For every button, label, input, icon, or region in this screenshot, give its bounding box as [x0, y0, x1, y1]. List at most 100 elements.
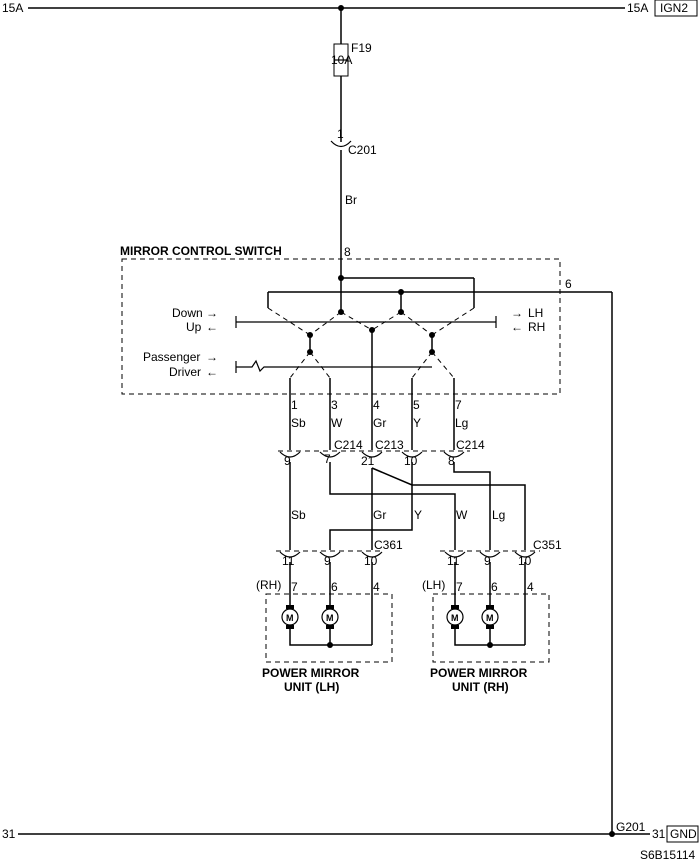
c201-pin: 1: [337, 127, 344, 141]
wire-label-y-lower: Y: [414, 508, 422, 522]
switch-pin-8: 8: [344, 245, 351, 259]
mirror-rh-motor2-bot: [486, 625, 494, 629]
svg-text:→: →: [511, 306, 523, 320]
mirror-lh-motor2-label: M: [326, 613, 334, 623]
switch-arm-8: [309, 351, 331, 379]
c361-pin-10: 10: [364, 554, 378, 568]
mirror-lh-motor1-label: M: [286, 613, 294, 623]
c361-sym-1: [279, 551, 301, 558]
c351-pin-10: 10: [518, 554, 532, 568]
wire-label-lg-upper: Lg: [455, 416, 468, 430]
switch-arm-9: [411, 351, 433, 379]
switch-arm-2: [309, 311, 342, 336]
mirror-rh-motor1-bot: [451, 625, 459, 629]
c201-name: C201: [348, 143, 377, 157]
fuse-name: F19: [351, 41, 372, 55]
fuse-rating: 10A: [331, 53, 352, 67]
wire-label-w-upper: W: [331, 416, 343, 430]
switch-pin-6: 6: [565, 277, 572, 291]
mid-pin-8: 8: [448, 454, 455, 468]
c361-sym-2: [319, 551, 341, 558]
wire-y-lower: [329, 462, 413, 550]
mirror-lh-pin-7: 7: [291, 580, 298, 594]
mirror-lh-side: (RH): [256, 578, 281, 592]
label-lh: LH: [528, 306, 543, 320]
wire-label-sb-upper: Sb: [291, 416, 306, 430]
mirror-rh-junction: [487, 642, 493, 648]
bus-bottom-right-label: 31: [652, 827, 666, 841]
switch-title: MIRROR CONTROL SWITCH: [120, 244, 282, 258]
mirror-lh-box: [265, 593, 393, 663]
wire-label-w-lower: W: [456, 508, 468, 522]
mirror-rh-common: [454, 629, 525, 646]
bus-bottom-left-label: 31: [2, 827, 16, 841]
mid-pin-21: 21: [361, 454, 375, 468]
switch-arm-5: [400, 311, 433, 336]
mirror-lh-motor1-bot: [286, 625, 294, 629]
mirror-rh-motor2-top: [486, 605, 494, 609]
mirror-lh-motor2-top: [326, 605, 334, 609]
figure-code: S6B15114: [640, 848, 695, 862]
switch-arm-4: [371, 311, 402, 331]
ground-junction: [609, 831, 615, 837]
wire-lg-lower: [453, 462, 491, 550]
c361-sym-3: [361, 551, 383, 558]
mid-conn-sym-1: [279, 451, 301, 458]
mirror-rh-title-1: POWER MIRROR: [430, 666, 528, 680]
mirror-lh-motor1-top: [286, 605, 294, 609]
wire-label-y-upper: Y: [413, 416, 421, 430]
mirror-lh-pin-6: 6: [331, 580, 338, 594]
switch-arm-7: [289, 351, 311, 379]
mid-c214-right: C214: [456, 438, 485, 452]
mirror-rh-motor2-label: M: [486, 613, 494, 623]
switch-actuator-select: [236, 359, 432, 373]
mirror-rh-pin-4: 4: [527, 580, 534, 594]
gnd-box: [666, 825, 699, 843]
switch-pin-7: 7: [455, 398, 462, 412]
c351-sym-3: [514, 551, 536, 558]
mid-conn-sym-5: [443, 451, 465, 458]
switch-pin-4: 4: [373, 398, 380, 412]
mirror-rh-box: [432, 593, 550, 663]
mirror-rh-side: (LH): [422, 578, 445, 592]
c351-pin-9: 9: [484, 554, 491, 568]
mid-c213: C213: [375, 438, 404, 452]
switch-arm-3: [340, 311, 373, 331]
mid-c214-left: C214: [334, 438, 363, 452]
svg-text:→: →: [206, 350, 218, 364]
mirror-lh-motor2-bot: [326, 625, 334, 629]
mirror-control-switch-box: [121, 258, 561, 395]
wire-label-lg-lower: Lg: [492, 508, 505, 522]
wire-w-lower: [329, 462, 456, 550]
wire-label-sb-lower: Sb: [291, 508, 306, 522]
mirror-rh-pin-6: 6: [491, 580, 498, 594]
mirror-rh-title-2: UNIT (RH): [452, 680, 509, 694]
mirror-lh-junction: [327, 642, 333, 648]
svg-text:←: ←: [511, 320, 523, 334]
mirror-rh-motor1-top: [451, 605, 459, 609]
switch-arm-10: [431, 351, 455, 379]
svg-text:→: →: [206, 306, 218, 320]
switch-pin-1: 1: [291, 398, 298, 412]
c351-sym-2: [479, 551, 501, 558]
switch-pin-3: 3: [331, 398, 338, 412]
mid-pin-10: 10: [404, 454, 418, 468]
mid-conn-sym-2: [319, 451, 341, 458]
connector-c201-symbol: [330, 140, 352, 148]
mirror-lh-common: [289, 629, 372, 646]
mirror-lh-pin-4: 4: [373, 580, 380, 594]
c361-pin-11: 11: [282, 554, 295, 568]
mid-conn-sym-4: [401, 451, 423, 458]
wire-label-gr-upper: Gr: [373, 416, 386, 430]
mirror-rh-pin-7: 7: [456, 580, 463, 594]
wire-label-gr-lower: Gr: [373, 508, 386, 522]
bus-top-right-label: 15A: [627, 1, 648, 15]
wire-br-label: Br: [345, 193, 357, 207]
mid-pin-7: 7: [324, 452, 331, 466]
ign2-box: [654, 0, 698, 17]
bus-top-left-label: 15A: [2, 1, 23, 15]
svg-text:←: ←: [206, 320, 218, 334]
ground-g201: G201: [616, 820, 646, 834]
